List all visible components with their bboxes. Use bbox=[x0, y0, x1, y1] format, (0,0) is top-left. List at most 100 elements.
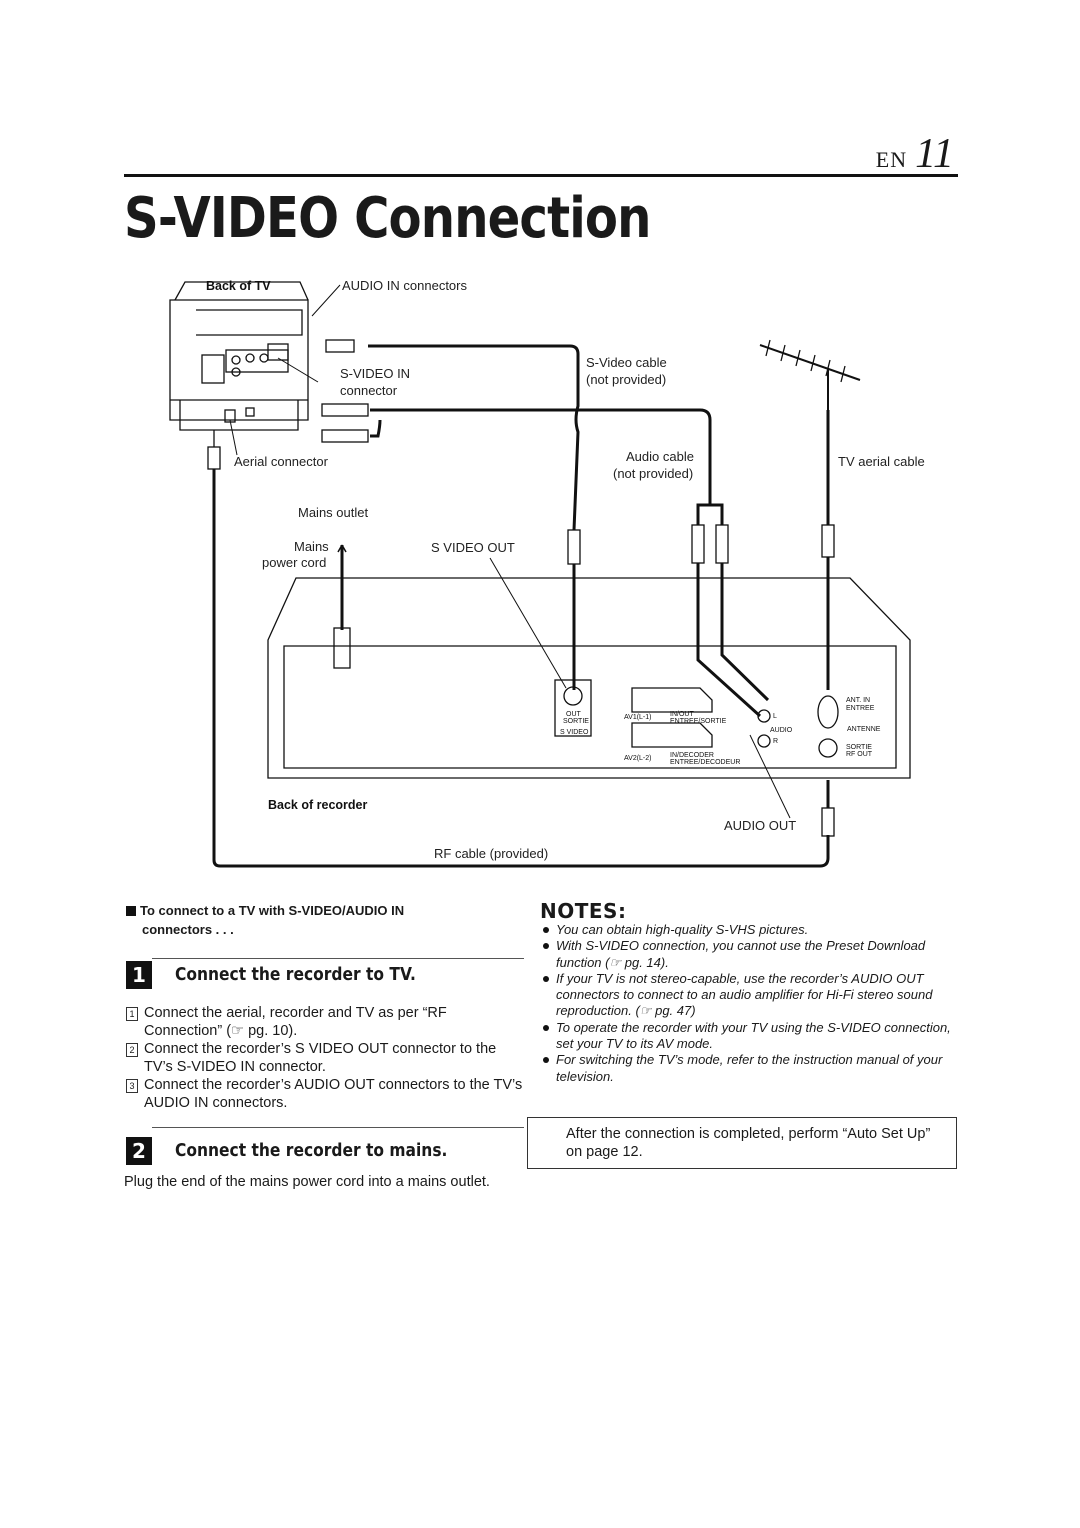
list-item: 2 Connect the recorder’s S VIDEO OUT conn… bbox=[126, 1040, 526, 1076]
item-text: Connect the recorder’s AUDIO OUT connect… bbox=[144, 1077, 523, 1111]
notes-title: NOTES: bbox=[540, 899, 627, 923]
panel-av1-sub2: ENTREE/SORTIE bbox=[670, 718, 727, 725]
panel-av1-sub: IN/OUT bbox=[670, 711, 694, 718]
panel-av2-sub: IN/DECODER bbox=[670, 752, 714, 759]
svideo-plug-rec bbox=[567, 529, 581, 565]
subheading: To connect to a TV with S-VIDEO/AUDIO IN… bbox=[126, 901, 486, 939]
step1-rule bbox=[152, 958, 524, 959]
subheading-line1: To connect to a TV with S-VIDEO/AUDIO IN bbox=[140, 903, 405, 918]
audio-cable-split bbox=[696, 503, 724, 525]
mains-outlet-label: Mains outlet bbox=[298, 505, 369, 520]
audio-out-label: AUDIO OUT bbox=[724, 818, 797, 833]
note-item: To operate the recorder with your TV usi… bbox=[540, 1020, 960, 1053]
diagram-drawing: OUT SORTIE S VIDEO AV1(L-1) IN/OUT ENTRE… bbox=[169, 281, 911, 868]
note-text: To operate the recorder with your TV usi… bbox=[556, 1019, 951, 1052]
panel-av2-sub2: ENTREE/DECODEUR bbox=[670, 759, 740, 766]
panel-audio: AUDIO bbox=[770, 727, 793, 734]
language-code: EN bbox=[875, 147, 908, 172]
svideo-cable-label: S-Video cable bbox=[586, 355, 667, 370]
bullet-icon bbox=[543, 1057, 549, 1064]
panel-sortie2: SORTIE bbox=[846, 744, 872, 751]
header-rule bbox=[124, 174, 958, 177]
note-text: You can obtain high-quality S-VHS pictur… bbox=[556, 922, 809, 937]
audio-cable-label: Audio cable bbox=[626, 449, 694, 464]
bullet-icon bbox=[543, 927, 549, 933]
item-number: 2 bbox=[126, 1043, 138, 1057]
av1-scart bbox=[631, 687, 713, 713]
panel-antenne: ANTENNE bbox=[847, 726, 881, 733]
audio-cable-label-2: (not provided) bbox=[613, 466, 694, 481]
step2-rule bbox=[152, 1127, 524, 1128]
panel-svideo: S VIDEO bbox=[560, 729, 589, 736]
tv-back-outline bbox=[169, 299, 309, 421]
svideo-in-label-2: connector bbox=[340, 383, 398, 398]
aerial-plug-rec bbox=[821, 524, 835, 558]
item-number: 3 bbox=[126, 1079, 138, 1093]
step1-list: 1 Connect the aerial, recorder and TV as … bbox=[126, 1004, 526, 1112]
bullet-icon bbox=[543, 1024, 549, 1031]
step2-number: 2 bbox=[126, 1137, 152, 1165]
svideo-cable bbox=[368, 344, 580, 531]
panel-out: OUT bbox=[566, 711, 582, 718]
panel-l: L bbox=[773, 713, 777, 720]
note-item: For switching the TV’s mode, refer to th… bbox=[540, 1052, 960, 1085]
svideo-cable-label-2: (not provided) bbox=[586, 372, 667, 387]
note-item: If your TV is not stereo-capable, use th… bbox=[540, 971, 960, 1020]
panel-sortie: SORTIE bbox=[563, 718, 589, 725]
completion-note-box: After the connection is completed, perfo… bbox=[527, 1117, 957, 1169]
item-text: Connect the recorder’s S VIDEO OUT conne… bbox=[144, 1041, 497, 1075]
note-item: You can obtain high-quality S-VHS pictur… bbox=[540, 922, 960, 938]
rf-plug-rec bbox=[821, 807, 835, 837]
power-cord-label: power cord bbox=[262, 555, 327, 570]
list-item: 1 Connect the aerial, recorder and TV as … bbox=[126, 1004, 526, 1040]
svideo-plug-tv bbox=[325, 339, 355, 353]
rf-cable bbox=[212, 469, 830, 868]
panel-av2: AV2(L-2) bbox=[624, 755, 652, 762]
note-text: With S-VIDEO connection, you cannot use … bbox=[556, 938, 926, 970]
aerial-connector-label: Aerial connector bbox=[234, 454, 328, 469]
note-text: If your TV is not stereo-capable, use th… bbox=[556, 970, 933, 1019]
step2-title: Connect the recorder to mains. bbox=[175, 1140, 448, 1161]
svideo-out-port bbox=[554, 679, 592, 737]
back-of-recorder-label: Back of recorder bbox=[268, 798, 368, 812]
bullet-icon bbox=[543, 975, 549, 982]
antenna bbox=[759, 344, 861, 381]
square-bullet-icon bbox=[126, 906, 136, 916]
panel-entree: ENTREE bbox=[846, 705, 875, 712]
audio-cable-top bbox=[370, 408, 712, 505]
panel-r: R bbox=[773, 738, 778, 745]
svideo-out-label: S VIDEO OUT bbox=[431, 540, 515, 555]
page-title: S-VIDEO Connection bbox=[124, 186, 651, 251]
ant-in-port bbox=[817, 695, 839, 729]
svideo-in-label: S-VIDEO IN bbox=[340, 366, 411, 381]
item-text: Connect the aerial, recorder and TV as p… bbox=[144, 1005, 447, 1039]
list-item: 3 Connect the recorder’s AUDIO OUT connec… bbox=[126, 1076, 526, 1112]
notes-list: You can obtain high-quality S-VHS pictur… bbox=[540, 922, 960, 1085]
step2-text: Plug the end of the mains power cord int… bbox=[124, 1174, 490, 1190]
note-item: With S-VIDEO connection, you cannot use … bbox=[540, 938, 960, 971]
tv-svideo-in-port bbox=[267, 343, 289, 361]
step1-title: Connect the recorder to TV. bbox=[175, 964, 416, 985]
panel-rfout: RF OUT bbox=[846, 751, 873, 758]
back-of-tv-label: Back of TV bbox=[206, 279, 271, 293]
tv-aerial-cable-label: TV aerial cable bbox=[838, 454, 925, 469]
page-number: 11 bbox=[915, 131, 954, 177]
bullet-icon bbox=[543, 943, 549, 950]
note-text: For switching the TV’s mode, refer to th… bbox=[556, 1052, 943, 1084]
panel-av1: AV1(L-1) bbox=[624, 714, 652, 721]
connection-diagram: OUT SORTIE S VIDEO AV1(L-1) IN/OUT ENTRE… bbox=[169, 281, 911, 868]
item-number: 1 bbox=[126, 1007, 138, 1021]
mains-label: Mains bbox=[294, 539, 329, 554]
rf-out-port bbox=[818, 738, 838, 758]
av2-scart bbox=[631, 722, 713, 748]
tv-aerial-plug bbox=[207, 446, 221, 470]
rf-cable-label: RF cable (provided) bbox=[434, 846, 549, 861]
audio-in-label: AUDIO IN connectors bbox=[342, 278, 467, 293]
page-number-label: EN 11 bbox=[876, 130, 954, 178]
recorder-outline bbox=[267, 577, 911, 779]
step1-number: 1 bbox=[126, 961, 152, 989]
subheading-line2: connectors . . . bbox=[142, 922, 234, 937]
tv-power-socket bbox=[201, 354, 225, 384]
mains-plug bbox=[333, 627, 351, 669]
completion-note-text: After the connection is completed, perfo… bbox=[566, 1126, 931, 1160]
